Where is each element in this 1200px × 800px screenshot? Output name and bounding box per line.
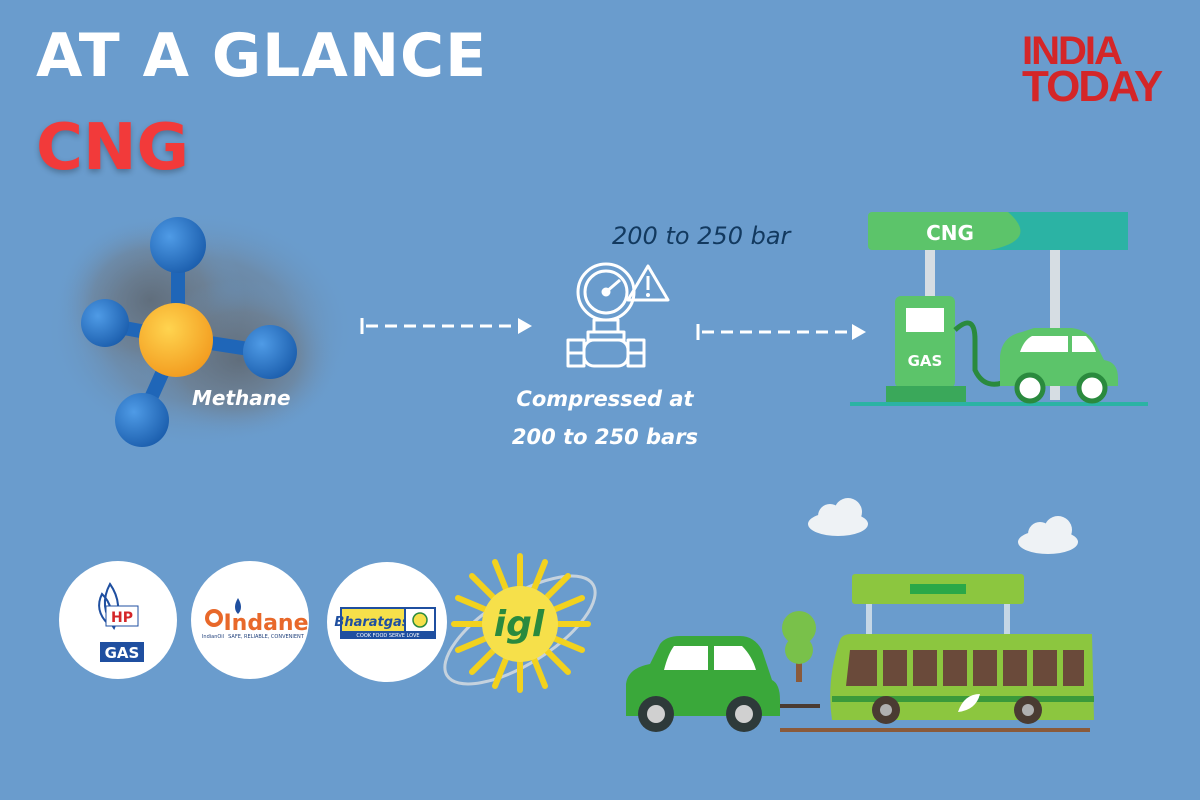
pressure-note: 200 to 250 bar	[612, 222, 791, 250]
brand-line-2: TODAY	[1022, 62, 1163, 112]
green-car-icon	[626, 636, 780, 732]
indane-tagline: SAFE, RELIABLE, CONVENIENT	[228, 634, 305, 640]
bharatgas-text: Bharatgas	[334, 615, 409, 630]
tree-icon	[782, 611, 816, 682]
hp-gas-text: GAS	[105, 644, 140, 662]
pump-label: GAS	[908, 352, 943, 370]
page-subtitle: CNG	[36, 111, 190, 185]
compression-label: Compressed at 200 to 250 bars	[490, 380, 720, 456]
road	[780, 704, 1090, 732]
bharatgas-tagline: COOK FOOD SERVE LOVE	[356, 633, 419, 639]
indane-logo: IndianOil Indane SAFE, RELIABLE, CONVENI…	[191, 561, 309, 679]
methane-label: Methane	[192, 386, 291, 410]
brand-logo: INDIA TODAY	[1022, 29, 1163, 112]
pressure-gauge-icon	[566, 262, 646, 368]
flow-arrow-1	[360, 318, 532, 334]
warning-icon	[626, 264, 670, 302]
methane-molecule-icon	[45, 210, 355, 450]
station-sign-text: CNG	[926, 221, 974, 245]
igl-logo: igl	[443, 553, 597, 693]
page-title: AT A GLANCE	[36, 21, 488, 91]
hp-gas-logo: HP GAS	[59, 561, 177, 679]
car-icon	[1000, 328, 1118, 404]
cng-station-icon: CNG GAS	[850, 212, 1148, 406]
cloud-icon-2	[1018, 516, 1078, 554]
brand-line-1: INDIA	[1022, 29, 1123, 73]
compression-line-1: Compressed at	[516, 387, 694, 411]
hp-logo-text: HP	[111, 610, 133, 626]
indianoil-text: IndianOil	[202, 634, 224, 640]
cloud-icon	[808, 498, 868, 536]
compression-line-2: 200 to 250 bars	[511, 425, 699, 449]
bharatgas-logo: Bharatgas COOK FOOD SERVE LOVE	[327, 562, 447, 682]
igl-logo-text: igl	[494, 604, 545, 645]
flow-arrow-2	[696, 324, 866, 340]
bus-icon	[830, 574, 1094, 724]
indane-text: Indane	[223, 611, 308, 636]
